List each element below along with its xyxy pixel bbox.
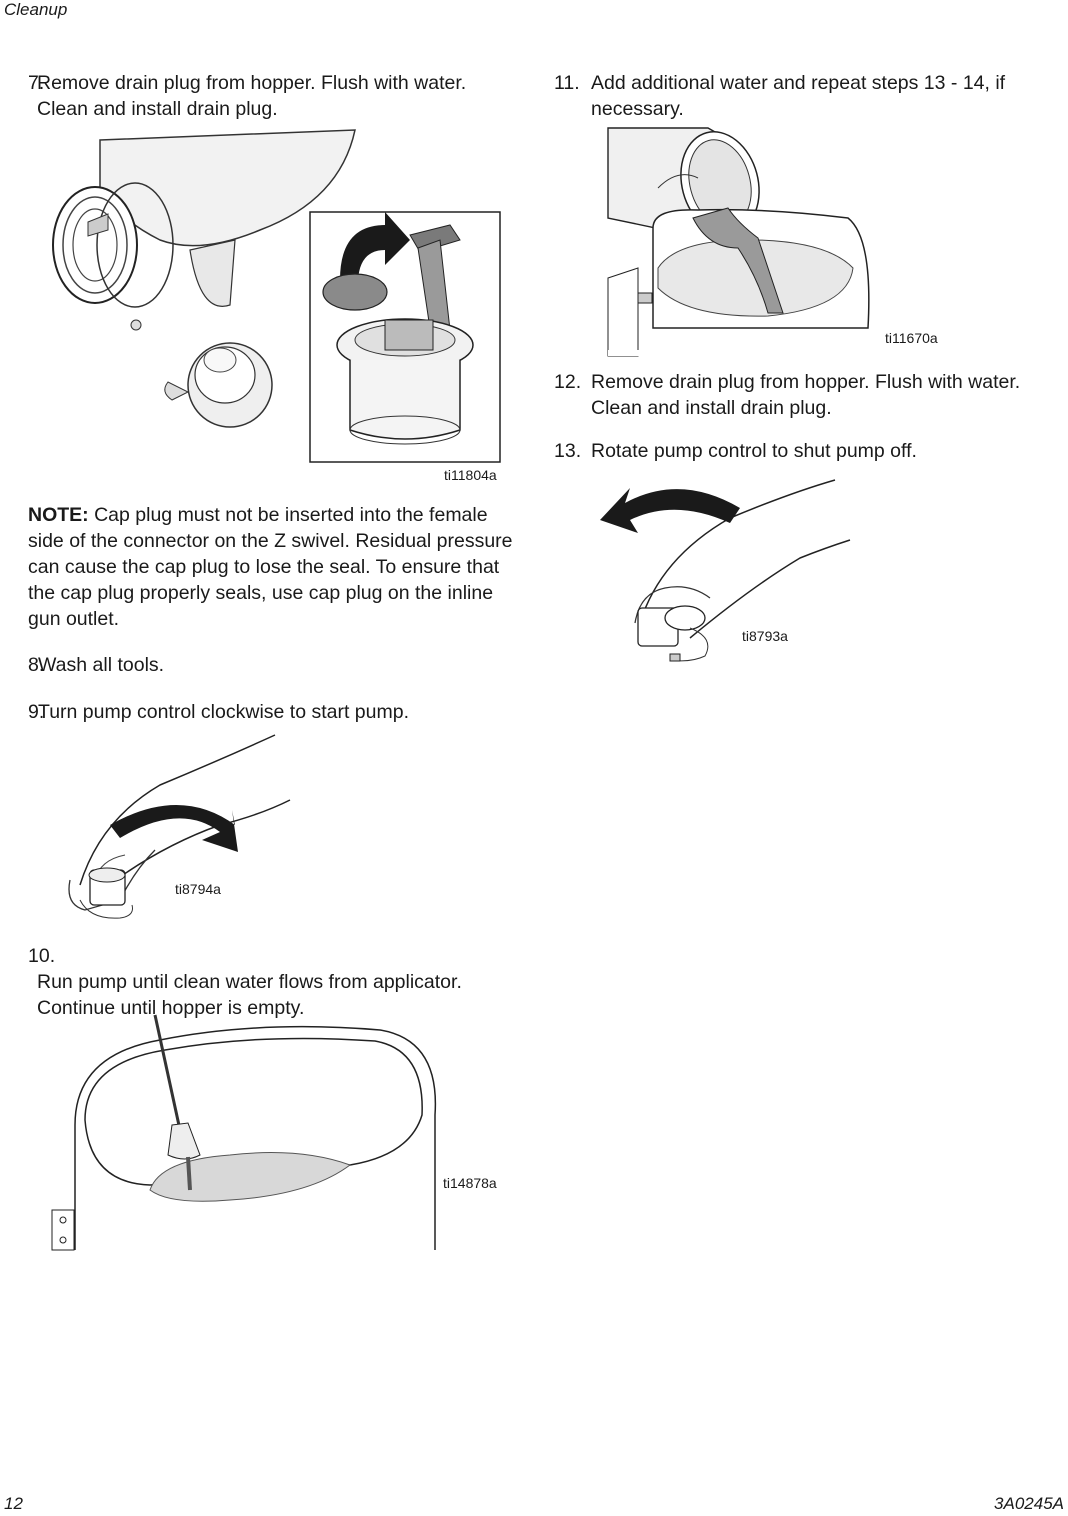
step-number: 10. (28, 945, 56, 967)
drain-plug-illustration (52, 129, 501, 463)
step-10-text: Run pump until clean water flows from ap… (37, 943, 507, 1021)
step-text: Run pump until clean water flows from ap… (37, 971, 462, 1019)
step-text: Remove drain plug from hopper. Flush wit… (591, 371, 1021, 419)
figure-label-ti14878a: ti14878a (443, 1175, 497, 1191)
step-text: Wash all tools. (38, 654, 165, 676)
pump-start-illustration (68, 734, 291, 919)
step-number: 12. (554, 371, 582, 393)
figure-label-ti11804a: ti11804a (444, 467, 497, 483)
step-number: 9. (28, 701, 45, 723)
step-number: 7. (28, 72, 45, 94)
step-text: Rotate pump control to shut pump off. (591, 440, 917, 462)
add-water-illustration (607, 127, 878, 357)
step-text: Turn pump control clockwise to start pum… (38, 701, 410, 723)
note-paragraph: NOTE: Cap plug must not be inserted into… (28, 502, 514, 632)
step-11-text: Add additional water and repeat steps 13… (591, 70, 1031, 122)
step-number: 8. (28, 654, 45, 676)
page-number: 12 (4, 1494, 23, 1513)
step-12: 12. (554, 369, 1054, 421)
step-13-text: Rotate pump control to shut pump off. (591, 438, 1056, 464)
document-id: 3A0245A (994, 1494, 1064, 1513)
step-text: Add additional water and repeat steps 13… (591, 72, 1006, 120)
figure-label-ti11670a: ti11670a (885, 330, 938, 346)
hopper-illustration (51, 1014, 437, 1251)
step-10: 10. (28, 943, 508, 995)
pump-stop-illustration (600, 479, 851, 662)
step-7-text: Remove drain plug from hopper. Flush wit… (37, 72, 467, 120)
step-11: 11. (554, 70, 1054, 122)
note-text: Cap plug must not be inserted into the f… (28, 504, 513, 630)
step-13: 13. (554, 438, 1054, 464)
figure-label-ti8794a: ti8794a (175, 881, 221, 897)
section-title: Cleanup (4, 0, 68, 19)
step-9: 9. Turn pump control clockwise to start … (28, 699, 508, 725)
step-12-text: Remove drain plug from hopper. Flush wit… (591, 369, 1056, 421)
step-number: 11. (554, 72, 580, 94)
step-number: 13. (554, 440, 582, 462)
note-label: NOTE: (28, 504, 89, 526)
step-7: 7. (28, 70, 508, 122)
step-8: 8. Wash all tools. (28, 652, 508, 678)
figure-label-ti8793a: ti8793a (742, 628, 788, 644)
